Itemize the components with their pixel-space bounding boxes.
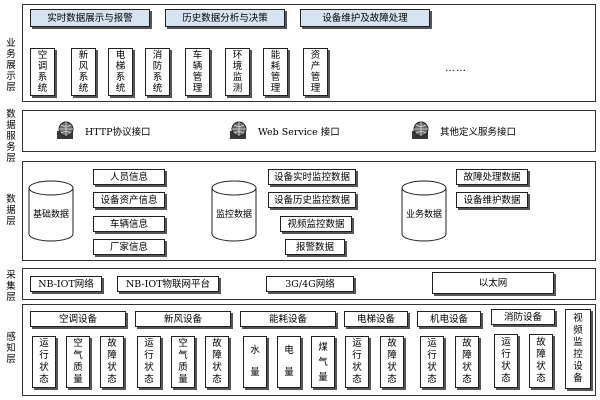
system-ac: 空调系统 bbox=[30, 48, 55, 96]
business-top-history: 历史数据分析与决策 bbox=[165, 9, 285, 27]
monitor-data-label: 监控数据 bbox=[215, 210, 252, 220]
base-item-personnel: 人员信息 bbox=[93, 169, 165, 185]
ac-item-air-quality: 空气质量 bbox=[66, 336, 90, 388]
database-icon bbox=[211, 180, 257, 242]
database-icon bbox=[28, 180, 74, 242]
monitor-item-realtime: 设备实时监控数据 bbox=[268, 169, 356, 185]
system-vehicle: 车辆管理 bbox=[185, 48, 210, 96]
interface-webservice: Web Service 接口 bbox=[228, 121, 340, 141]
collection-nbiot-platform: NB-IOT物联网平台 bbox=[117, 276, 219, 292]
mech-item-running: 运行状态 bbox=[420, 336, 444, 388]
system-fresh-air: 新风系统 bbox=[71, 48, 96, 96]
monitor-item-history: 设备历史监控数据 bbox=[268, 192, 356, 208]
monitor-data-db: 监控数据 bbox=[211, 180, 257, 242]
layer-label-data: 数据层 bbox=[6, 193, 16, 227]
business-data-label: 业务数据 bbox=[405, 210, 442, 220]
database-icon bbox=[401, 180, 447, 242]
ac-item-running: 运行状态 bbox=[32, 336, 56, 388]
data-service-layer-frame bbox=[22, 110, 596, 152]
fire-item-fault: 故障状态 bbox=[529, 334, 553, 388]
base-data-label: 基础数据 bbox=[32, 210, 69, 220]
fresh-item-air-quality: 空气质量 bbox=[171, 336, 195, 388]
interface-webservice-label: Web Service 接口 bbox=[258, 127, 340, 138]
device-video: 视频监控设备 bbox=[565, 309, 591, 389]
device-group-mech: 机电设备 bbox=[417, 311, 481, 327]
system-elevator: 电梯系统 bbox=[108, 48, 133, 96]
elevator-item-fault: 故障状态 bbox=[380, 336, 404, 388]
system-environment: 环境监测 bbox=[225, 48, 250, 96]
base-item-asset: 设备资产信息 bbox=[93, 192, 165, 208]
business-top-realtime: 实时数据展示与报警 bbox=[30, 9, 150, 27]
fresh-item-running: 运行状态 bbox=[137, 336, 161, 388]
device-group-fire: 消防设备 bbox=[491, 309, 555, 325]
fire-item-running: 运行状态 bbox=[494, 334, 518, 388]
monitor-item-video: 视频监控数据 bbox=[280, 216, 352, 232]
system-fire: 消防系统 bbox=[145, 48, 170, 96]
base-data-db: 基础数据 bbox=[28, 180, 74, 242]
elevator-item-running: 运行状态 bbox=[345, 336, 369, 388]
globe-computer-icon bbox=[412, 121, 429, 139]
interface-http: HTTP协议接口 bbox=[55, 121, 151, 141]
interface-other: 其他定义服务接口 bbox=[410, 121, 516, 141]
globe-computer-icon bbox=[57, 121, 74, 139]
fresh-item-fault: 故障状态 bbox=[205, 336, 229, 388]
business-top-maintenance: 设备维护及故障处理 bbox=[300, 9, 430, 27]
mech-item-fault: 故障状态 bbox=[455, 336, 479, 388]
ac-item-fault: 故障状态 bbox=[100, 336, 124, 388]
interface-http-label: HTTP协议接口 bbox=[85, 127, 151, 138]
base-item-vendor: 厂家信息 bbox=[93, 239, 165, 255]
energy-item-electric: 电量 bbox=[277, 336, 301, 388]
business-data-db: 业务数据 bbox=[401, 180, 447, 242]
device-group-elevator: 电梯设备 bbox=[344, 311, 408, 327]
layer-label-business: 业务展示层 bbox=[6, 37, 16, 93]
base-item-vehicle: 车辆信息 bbox=[93, 216, 165, 232]
business-item-fault: 故障处理数据 bbox=[456, 169, 528, 185]
energy-item-water: 水量 bbox=[243, 336, 267, 388]
device-group-energy: 能耗设备 bbox=[240, 311, 336, 327]
globe-computer-icon bbox=[230, 121, 247, 139]
system-energy: 能耗管理 bbox=[263, 48, 288, 96]
system-asset: 资产管理 bbox=[303, 48, 328, 96]
device-group-ac: 空调设备 bbox=[30, 311, 126, 327]
collection-ethernet: 以太网 bbox=[432, 272, 554, 294]
monitor-item-alarm: 报警数据 bbox=[285, 239, 345, 255]
layer-label-perception: 感知层 bbox=[6, 331, 16, 365]
interface-other-label: 其他定义服务接口 bbox=[440, 127, 517, 138]
business-item-maintenance: 设备维护数据 bbox=[456, 192, 528, 208]
layer-label-collection: 采集层 bbox=[6, 269, 16, 303]
collection-3g4g: 3G/4G网络 bbox=[266, 276, 354, 292]
systems-ellipsis: …… bbox=[445, 63, 467, 74]
collection-nbiot-network: NB-IOT网络 bbox=[30, 276, 102, 292]
energy-item-gas: 煤气量 bbox=[311, 336, 335, 388]
layer-label-data-service: 数据服务层 bbox=[6, 108, 16, 164]
device-group-fresh-air: 新风设备 bbox=[135, 311, 231, 327]
